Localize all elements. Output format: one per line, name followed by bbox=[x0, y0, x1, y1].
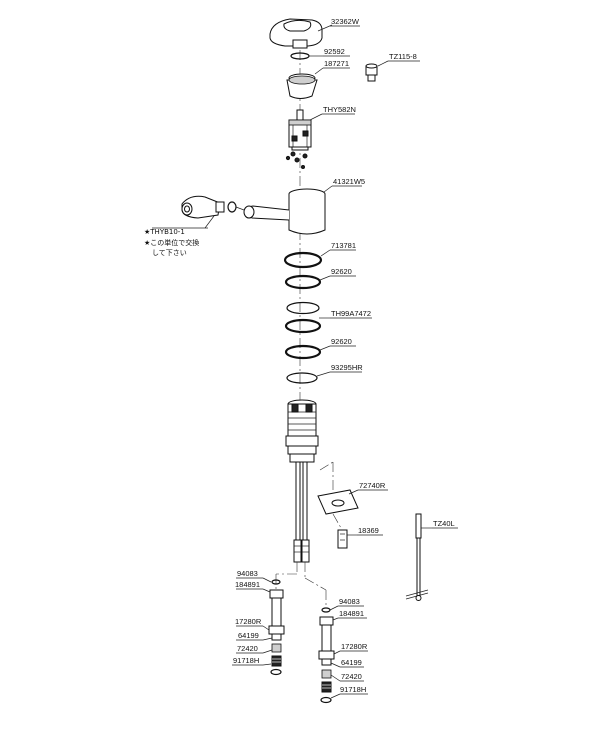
right-fitting-stack bbox=[318, 607, 335, 704]
cartridge-part bbox=[285, 109, 312, 169]
label-left-ring: 91718H bbox=[233, 656, 259, 665]
spout-body-part bbox=[243, 188, 326, 235]
label-shower-model: ★THYB10-1 bbox=[144, 228, 185, 236]
valve-body-part bbox=[285, 399, 319, 563]
label-ring-1: 713781 bbox=[331, 241, 356, 250]
cap-part bbox=[286, 73, 318, 99]
bracket-part bbox=[317, 461, 359, 515]
lever-handle-part bbox=[269, 18, 323, 49]
label-right-spring: 72420 bbox=[341, 672, 362, 681]
ring-93295hr bbox=[286, 372, 318, 384]
label-lever-handle: 32362W bbox=[331, 17, 360, 26]
left-fitting-stack bbox=[268, 579, 285, 676]
label-ring-2: 92620 bbox=[331, 267, 352, 276]
label-bracket: 72740R bbox=[359, 481, 386, 490]
tool-part bbox=[405, 513, 429, 601]
label-right-washer: 94083 bbox=[339, 597, 360, 606]
ring-th99a-upper bbox=[286, 301, 320, 315]
label-cartridge: THY582N bbox=[323, 105, 356, 114]
label-left-washer: 94083 bbox=[237, 569, 258, 578]
shower-head-part bbox=[181, 195, 245, 219]
label-oring-top: 92592 bbox=[324, 47, 345, 56]
ring-th99a-lower bbox=[284, 318, 322, 334]
label-right-hose-nut: 184891 bbox=[339, 609, 364, 618]
label-nut: 18369 bbox=[358, 526, 379, 535]
label-ring-5: 93295HR bbox=[331, 363, 363, 372]
label-tool: TZ40L bbox=[433, 519, 455, 528]
label-ring-3: TH99A7472 bbox=[331, 309, 371, 318]
label-shower-note-2: して下さい bbox=[152, 249, 187, 257]
ring-92620-b bbox=[284, 344, 322, 360]
label-cap: 187271 bbox=[324, 59, 349, 68]
label-right-adapter: 17280R bbox=[341, 642, 368, 651]
label-right-ring: 91718H bbox=[340, 685, 366, 694]
label-left-hose-nut: 184891 bbox=[235, 580, 260, 589]
label-left-adapter: 17280R bbox=[235, 617, 262, 626]
ring-713781 bbox=[283, 251, 323, 269]
nut-part bbox=[332, 513, 348, 549]
label-ring-4: 92620 bbox=[331, 337, 352, 346]
label-left-spring: 72420 bbox=[237, 644, 258, 653]
screw-part bbox=[365, 63, 378, 82]
label-right-seal: 64199 bbox=[341, 658, 362, 667]
label-screw: TZ115-8 bbox=[389, 52, 417, 61]
label-spout-body: 41321W5 bbox=[333, 177, 365, 186]
label-left-seal: 64199 bbox=[238, 631, 259, 640]
ring-92620-a bbox=[284, 274, 322, 290]
label-shower-note: ★この単位で交換 bbox=[144, 238, 199, 247]
